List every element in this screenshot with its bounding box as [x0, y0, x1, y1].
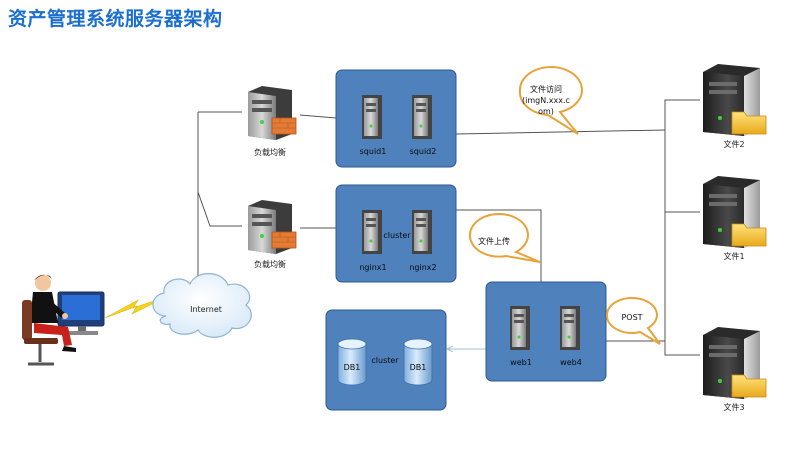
callout-file-access-line2: (imgN.xxx.c — [522, 96, 570, 105]
internet-label: Internet — [190, 305, 222, 314]
load-balancer-bottom-label: 负载均衡 — [254, 259, 286, 269]
nginx1-server-icon — [362, 210, 382, 254]
nginx1-label: nginx1 — [359, 263, 386, 272]
web-cluster: web1 web4 — [485, 281, 607, 382]
callout-file-access-line1: 文件访问 — [530, 84, 562, 94]
web4-server-icon — [560, 306, 580, 350]
nginx2-label: nginx2 — [409, 263, 436, 272]
link-backbone-lb-bottom — [197, 191, 242, 227]
link-squid-files — [455, 129, 666, 135]
link-nginx-web — [456, 209, 542, 282]
file-folder-2-icon — [731, 111, 767, 135]
file-server-3: 文件3 — [703, 327, 767, 412]
file-folder-3-icon — [731, 374, 767, 398]
db-cluster: DB1 cluster DB1 — [325, 309, 447, 411]
file-folder-1-icon — [731, 223, 767, 247]
db1-left-label: DB1 — [344, 363, 361, 372]
callout-file-upload: 文件上传 — [468, 213, 541, 263]
web1-server-icon — [510, 306, 530, 350]
web4-label: web4 — [560, 358, 582, 367]
user-computer-icon — [22, 274, 105, 366]
file2-label: 文件2 — [723, 139, 744, 149]
squid2-label: squid2 — [410, 147, 437, 156]
callout-post: POST — [605, 296, 661, 345]
squid2-server-icon — [412, 95, 432, 139]
file-server-1: 文件1 — [703, 176, 767, 261]
internet-cloud: Internet — [152, 273, 252, 338]
link-file-bus — [664, 99, 700, 356]
web1-label: web1 — [510, 358, 532, 367]
nginx-cluster-label: cluster — [383, 231, 411, 240]
db-cluster-label: cluster — [371, 356, 399, 365]
db1-right-label: DB1 — [410, 363, 427, 372]
callout-file-access-line3: om) — [538, 107, 554, 116]
page-title: 资产管理系统服务器架构 — [8, 8, 223, 30]
file3-label: 文件3 — [723, 402, 744, 412]
link-lb-top-squid — [299, 114, 337, 119]
file-server-2: 文件2 — [703, 64, 767, 149]
load-balancer-top: 负载均衡 — [248, 86, 297, 157]
squid1-label: squid1 — [360, 147, 387, 156]
load-balancer-top-label: 负载均衡 — [254, 147, 286, 157]
load-balancer-bottom: 负载均衡 — [248, 200, 297, 269]
callout-file-access: 文件访问 (imgN.xxx.c om) — [518, 66, 583, 135]
callout-post-text: POST — [621, 313, 642, 322]
db1-left-cylinder-icon — [337, 338, 367, 386]
squid-cluster: squid1 squid2 — [335, 69, 457, 168]
nginx2-server-icon — [412, 210, 432, 254]
callout-file-upload-text: 文件上传 — [478, 236, 510, 246]
db1-right-cylinder-icon — [403, 338, 433, 386]
file1-label: 文件1 — [723, 251, 744, 261]
nginx-cluster: cluster nginx1 nginx2 — [335, 184, 457, 283]
squid1-server-icon — [362, 95, 382, 139]
